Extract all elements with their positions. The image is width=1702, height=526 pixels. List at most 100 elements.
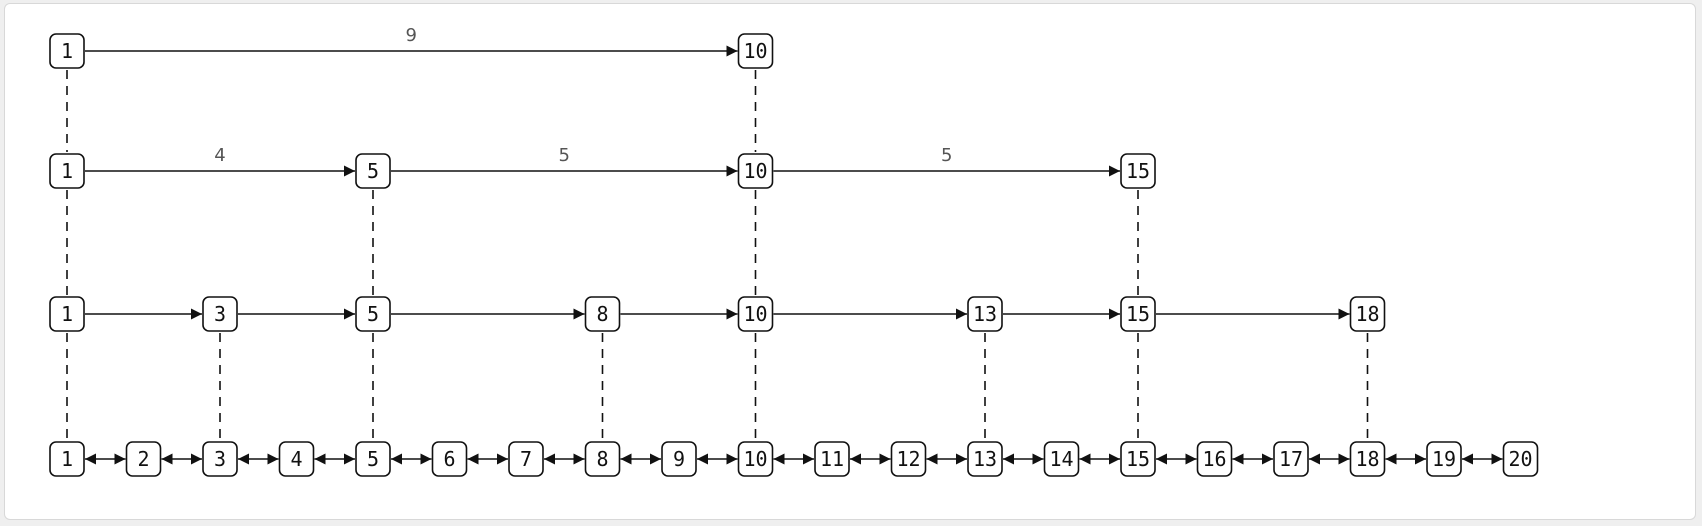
node-box bbox=[661, 441, 697, 477]
node-box bbox=[49, 153, 85, 189]
node-1-level-0: 1 bbox=[49, 33, 85, 69]
node-1-level-3: 1 bbox=[49, 441, 85, 477]
node-box bbox=[49, 441, 85, 477]
node-box bbox=[1120, 153, 1156, 189]
node-5-level-3: 5 bbox=[355, 441, 391, 477]
edge-weight-label: 5 bbox=[941, 145, 952, 166]
node-label: 4 bbox=[290, 447, 302, 471]
node-label: 10 bbox=[743, 159, 767, 183]
node-13-level-3: 13 bbox=[967, 441, 1003, 477]
node-box bbox=[202, 441, 238, 477]
node-label: 15 bbox=[1126, 302, 1150, 326]
node-box bbox=[1502, 441, 1539, 477]
node-12-level-3: 12 bbox=[890, 441, 927, 477]
node-label: 15 bbox=[1126, 159, 1150, 183]
node-box bbox=[890, 441, 927, 477]
node-label: 2 bbox=[137, 447, 149, 471]
node-18-level-2: 18 bbox=[1349, 296, 1386, 332]
node-19-level-3: 19 bbox=[1426, 441, 1462, 477]
node-box bbox=[1426, 441, 1462, 477]
node-label: 16 bbox=[1202, 447, 1226, 471]
node-label: 14 bbox=[1049, 447, 1073, 471]
node-box bbox=[1120, 296, 1156, 332]
node-10-level-0: 10 bbox=[737, 33, 774, 69]
node-box bbox=[49, 33, 85, 69]
node-label: 5 bbox=[367, 159, 379, 183]
node-box bbox=[125, 441, 162, 477]
node-label: 13 bbox=[973, 447, 997, 471]
node-label: 10 bbox=[743, 302, 767, 326]
node-label: 1 bbox=[61, 159, 73, 183]
node-label: 9 bbox=[673, 447, 685, 471]
node-10-level-3: 10 bbox=[737, 441, 774, 477]
node-label: 11 bbox=[820, 447, 844, 471]
node-label: 5 bbox=[367, 447, 379, 471]
node-label: 15 bbox=[1126, 447, 1150, 471]
node-5-level-1: 5 bbox=[355, 153, 391, 189]
node-1-level-1: 1 bbox=[49, 153, 85, 189]
node-box bbox=[1043, 441, 1080, 477]
node-box bbox=[355, 296, 391, 332]
node-6-level-3: 6 bbox=[431, 441, 468, 477]
node-17-level-3: 17 bbox=[1273, 441, 1309, 477]
node-13-level-2: 13 bbox=[967, 296, 1003, 332]
node-3-level-3: 3 bbox=[202, 441, 238, 477]
node-label: 8 bbox=[596, 447, 608, 471]
node-box bbox=[1196, 441, 1233, 477]
node-label: 18 bbox=[1355, 302, 1379, 326]
node-box bbox=[814, 441, 850, 477]
node-9-level-3: 9 bbox=[661, 441, 697, 477]
edge-weight-label: 9 bbox=[406, 25, 417, 46]
node-box bbox=[584, 441, 621, 477]
node-15-level-2: 15 bbox=[1120, 296, 1156, 332]
node-label: 7 bbox=[520, 447, 532, 471]
node-box bbox=[737, 33, 774, 69]
edge-weight-label: 4 bbox=[214, 145, 225, 166]
node-box bbox=[202, 296, 238, 332]
node-label: 17 bbox=[1279, 447, 1303, 471]
horizontal-edges: 9 4 5 5 bbox=[85, 25, 1503, 465]
node-label: 20 bbox=[1508, 447, 1532, 471]
node-label: 18 bbox=[1355, 447, 1379, 471]
node-15-level-3: 15 bbox=[1120, 441, 1156, 477]
node-20-level-3: 20 bbox=[1502, 441, 1539, 477]
node-label: 13 bbox=[973, 302, 997, 326]
node-box bbox=[431, 441, 468, 477]
node-box bbox=[49, 296, 85, 332]
node-11-level-3: 11 bbox=[814, 441, 850, 477]
node-18-level-3: 18 bbox=[1349, 441, 1386, 477]
node-8-level-2: 8 bbox=[584, 296, 621, 332]
node-box bbox=[1349, 296, 1386, 332]
node-8-level-3: 8 bbox=[584, 441, 621, 477]
node-box bbox=[278, 441, 315, 477]
node-box bbox=[737, 296, 774, 332]
node-2-level-3: 2 bbox=[125, 441, 162, 477]
node-label: 5 bbox=[367, 302, 379, 326]
node-label: 3 bbox=[214, 447, 226, 471]
node-label: 3 bbox=[214, 302, 226, 326]
node-box bbox=[508, 441, 544, 477]
node-16-level-3: 16 bbox=[1196, 441, 1233, 477]
node-label: 1 bbox=[61, 302, 73, 326]
node-5-level-2: 5 bbox=[355, 296, 391, 332]
node-box bbox=[967, 441, 1003, 477]
node-label: 6 bbox=[443, 447, 455, 471]
node-7-level-3: 7 bbox=[508, 441, 544, 477]
node-label: 1 bbox=[61, 447, 73, 471]
node-label: 10 bbox=[743, 447, 767, 471]
node-box bbox=[967, 296, 1003, 332]
vertical-links bbox=[66, 70, 1369, 440]
node-10-level-1: 10 bbox=[737, 153, 774, 189]
node-label: 1 bbox=[61, 39, 73, 63]
node-14-level-3: 14 bbox=[1043, 441, 1080, 477]
node-label: 19 bbox=[1432, 447, 1456, 471]
node-label: 12 bbox=[896, 447, 920, 471]
node-box bbox=[1120, 441, 1156, 477]
node-box bbox=[355, 153, 391, 189]
node-4-level-3: 4 bbox=[278, 441, 315, 477]
node-10-level-2: 10 bbox=[737, 296, 774, 332]
edge-weight-label: 5 bbox=[559, 145, 570, 166]
